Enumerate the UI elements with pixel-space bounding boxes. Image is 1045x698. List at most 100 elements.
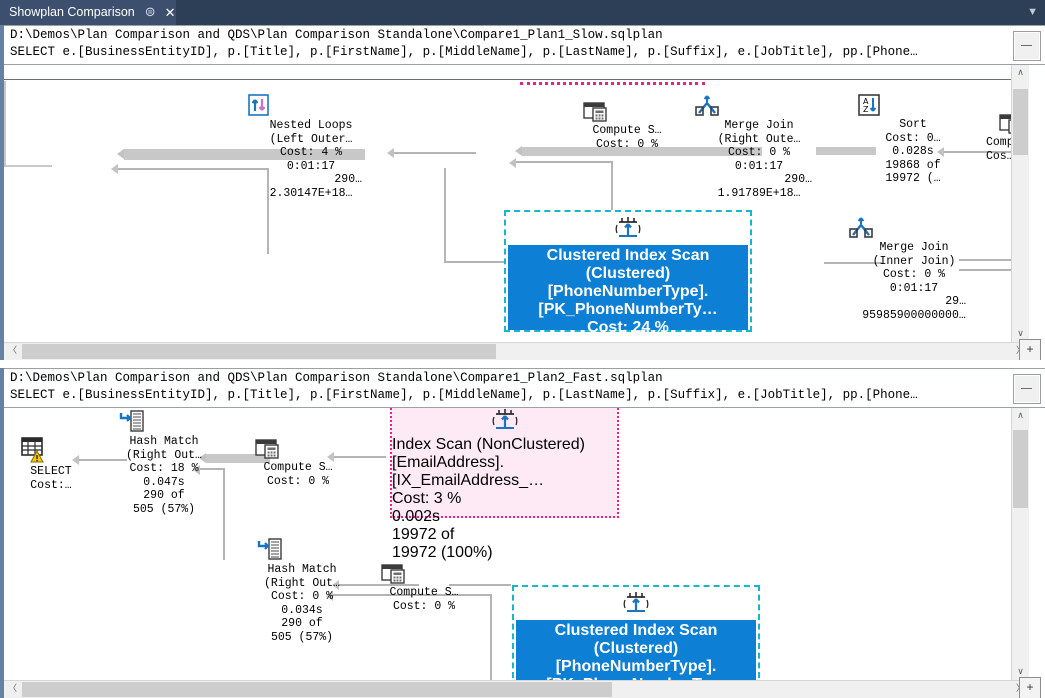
node-label-line: Cost: 0…: [885, 131, 941, 145]
plan2-hscroll-thumb[interactable]: [22, 682, 612, 697]
node-label-line: 19972 (…: [885, 172, 941, 185]
node-label-line: Cost: 24 %: [587, 319, 669, 336]
plan2-node-compute-scalar-4[interactable]: Compute S… Cost: 0 %: [380, 563, 468, 613]
plan2-left-rail: [0, 368, 4, 698]
node-label-line: Cost: 0 %: [270, 590, 334, 603]
node-label-line: Cost: 4 %: [279, 146, 343, 159]
plan1-file-path: D:\Demos\Plan Comparison and QDS\Plan Co…: [10, 28, 663, 42]
plan1-node-compute-scalar-1[interactable]: Compute S… Cost: 0 %: [582, 101, 672, 151]
plan1-left-rail: [0, 25, 4, 360]
plan1-horizontal-scrollbar[interactable]: 〈 〉: [4, 342, 1029, 360]
plan1-node-merge-join-right-outer[interactable]: Merge Join (Right Oute… Cost: 0 % 0:01:1…: [694, 93, 824, 200]
plan2-node-index-scan-nonclustered[interactable]: Index Scan (NonClustered) [EmailAddress]…: [390, 408, 619, 561]
plan1-edge-cs-mj: [394, 152, 476, 154]
plan2-edge-hm-lower: [199, 468, 225, 470]
plan1-edge-nl-lower-vert: [267, 168, 269, 254]
tab-label: Showplan Comparison: [9, 5, 135, 19]
plan1-node-merge-join-inner[interactable]: Merge Join (Inner Join) Cost: 0 % 0:01:1…: [848, 215, 980, 322]
node-label-line: Cost:…: [30, 478, 72, 492]
plan2-edge-hm-lower-vert: [223, 468, 225, 560]
plan2-collapse-button[interactable]: [1013, 374, 1041, 404]
plan2-vertical-scrollbar[interactable]: ∧ ∨: [1011, 408, 1029, 681]
plan2-header: D:\Demos\Plan Comparison and QDS\Plan Co…: [4, 368, 1045, 408]
node-label-line: (Inner Join): [872, 254, 956, 268]
node-label-line: Compute S…: [389, 586, 459, 599]
node-label-line: Cost: 0 %: [727, 146, 791, 159]
scroll-left-icon[interactable]: 〈: [7, 684, 17, 694]
plan1-hscroll-thumb[interactable]: [22, 344, 496, 359]
node-label-line: Nested Loops: [269, 119, 353, 132]
plan1-vertical-scrollbar[interactable]: ∧ ∨: [1011, 65, 1029, 343]
node-label-line: 0.028s: [892, 145, 934, 158]
scroll-up-icon[interactable]: ∧: [1017, 411, 1024, 421]
node-label-line: SELECT: [30, 465, 72, 478]
plan2-edge-hm2-lower-vert: [490, 594, 492, 698]
node-label-line: 2.30147E+18…: [269, 186, 353, 200]
select-warning-icon: [18, 436, 84, 464]
node-label-line: Cost: 0 %: [392, 599, 456, 613]
plan1-node-clustered-index-scan[interactable]: Clustered Index Scan (Clustered) [PhoneN…: [504, 210, 752, 360]
node-label-line: Cost: 0 %: [882, 268, 946, 281]
plan1-node-sort[interactable]: A Z Sort Cost: 0… 0.028s 19868 of 19972 …: [857, 93, 969, 186]
plan1-arrowhead-1: [117, 149, 124, 159]
plan1-node-nested-loops[interactable]: Nested Loops (Left Outer… Cost: 4 % 0:01…: [246, 93, 376, 200]
plan1-vscroll-thumb[interactable]: [1013, 89, 1028, 155]
plan2-node-compute-scalar-3[interactable]: Compute S… Cost: 0 %: [254, 438, 342, 488]
plan2-edge-hm2-cs2: [339, 584, 419, 586]
merge-join-icon: [694, 93, 824, 118]
plan1-edge-nl-cs: [124, 149, 365, 160]
node-label-line: Hash Match: [267, 563, 337, 576]
scroll-down-icon[interactable]: ∨: [1017, 667, 1024, 677]
plan2-node-select[interactable]: SELECT Cost:…: [18, 436, 84, 492]
node-label-line: 0.034s: [281, 603, 323, 617]
node-label-line: Cost: 0 %: [266, 474, 330, 488]
scroll-down-icon[interactable]: ∨: [1017, 329, 1024, 339]
plan2-node-hash-match-1[interactable]: Hash Match (Right Out… Cost: 18 % 0.047s…: [119, 410, 209, 516]
node-label-line: 0:01:17: [889, 281, 939, 295]
plan1-edge-mj-lower-vert: [611, 161, 613, 257]
plan2-node-hash-match-2[interactable]: Hash Match (Right Out… Cost: 0 % 0.034s …: [257, 538, 347, 644]
plan1-arrowhead-5: [509, 158, 516, 168]
nested-loops-icon: [246, 93, 376, 118]
plan2-arrowhead-2: [199, 453, 206, 463]
plan1-edge-mji-2: [959, 269, 1019, 271]
close-icon[interactable]: ✕: [164, 5, 176, 20]
plan1-diff-marker-line: [520, 82, 705, 85]
chevron-down-icon[interactable]: ▼: [1027, 6, 1038, 18]
plan2-arrowhead-6: [326, 591, 333, 601]
node-label-line: Cost: 18 %: [129, 462, 199, 475]
plan1-edge-sort-in: [816, 147, 876, 155]
plan2-file-path: D:\Demos\Plan Comparison and QDS\Plan Co…: [10, 371, 663, 385]
plan2-edge-hm2-lower: [332, 594, 492, 596]
node-label-line: (Right Out…: [126, 448, 202, 462]
plan2-node-clustered-index-scan[interactable]: Clustered Index Scan (Clustered) [PhoneN…: [512, 585, 760, 698]
plan2-vscroll-thumb[interactable]: [1013, 430, 1028, 508]
plan1-collapse-button[interactable]: [1013, 31, 1041, 61]
plan2-query-text: SELECT e.[BusinessEntityID], p.[Title], …: [10, 388, 918, 402]
node-label-line: (Right Out…: [264, 576, 340, 590]
scroll-up-icon[interactable]: ∧: [1017, 68, 1024, 78]
hash-match-icon: [119, 410, 209, 434]
node-label-line: (Right Oute…: [717, 132, 801, 146]
plan1-zoom-button[interactable]: +: [1019, 339, 1041, 360]
plan2-canvas[interactable]: SELECT Cost:… Hash Match (Right Out… Cos…: [4, 408, 1045, 698]
scroll-left-icon[interactable]: 〈: [7, 346, 17, 356]
node-label-line: 19868 of: [885, 158, 941, 172]
node-label-line: 505 (57%): [132, 502, 196, 516]
tab-showplan-comparison[interactable]: Showplan Comparison ⊜ ✕: [0, 0, 176, 25]
svg-text:Z: Z: [863, 105, 869, 114]
plan2-horizontal-scrollbar[interactable]: 〈 〉: [4, 680, 1029, 698]
plan1-canvas[interactable]: Nested Loops (Left Outer… Cost: 4 % 0:01…: [4, 65, 1045, 360]
plan2-pane: D:\Demos\Plan Comparison and QDS\Plan Co…: [0, 368, 1045, 698]
plan1-edge-mji-left: [824, 262, 882, 264]
plan1-header: D:\Demos\Plan Comparison and QDS\Plan Co…: [4, 25, 1045, 65]
pin-icon[interactable]: ⊜: [144, 5, 156, 20]
node-label-line: Cost: 3 %: [392, 490, 462, 507]
hash-match-icon: [257, 538, 347, 562]
plan1-edge-sort-in2: [944, 151, 1012, 153]
node-label-line: 0.002s: [392, 508, 441, 525]
node-label-line: 29…: [945, 295, 966, 308]
node-label-line: 290 of: [143, 489, 185, 502]
plan2-zoom-button[interactable]: +: [1019, 677, 1041, 698]
node-label-line: Sort: [899, 118, 927, 131]
